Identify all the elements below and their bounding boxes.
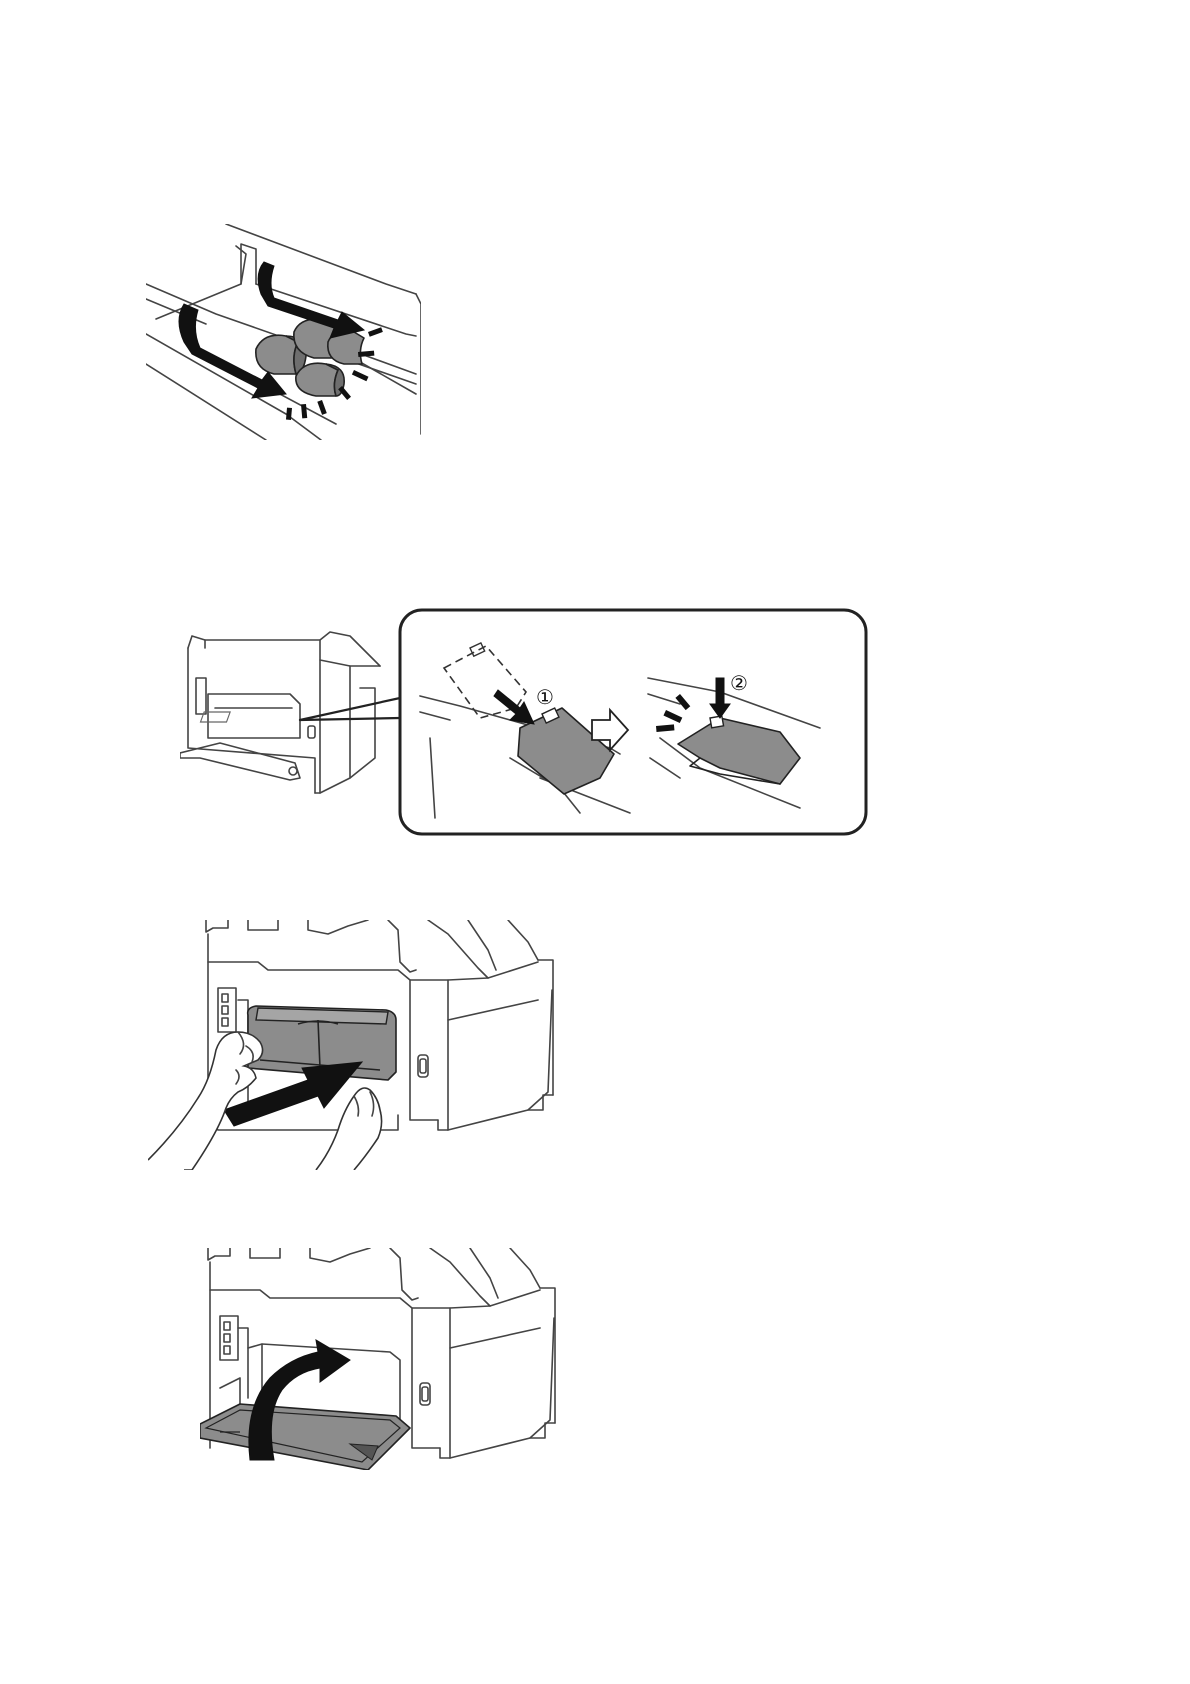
roller-installation-illustration (146, 224, 421, 440)
rear-cover-flap (200, 1404, 410, 1470)
step-2-number: ② (730, 671, 748, 695)
roller-cover-attach-figure: ① ② (180, 608, 870, 838)
rear-cover-close-illustration (200, 1248, 558, 1470)
rear-cover-close-figure (200, 1248, 558, 1470)
step-1-number: ① (536, 685, 554, 709)
detail-callout-box (400, 610, 866, 834)
rear-cover-insert-illustration (148, 920, 558, 1170)
rear-cover-insert-figure (148, 920, 558, 1170)
roller-cover-attach-illustration: ① ② (180, 608, 870, 838)
printer-rear-small (180, 632, 380, 793)
left-hand (148, 1032, 263, 1170)
roller-installation-figure (146, 224, 421, 440)
pickup-roller-front (296, 363, 344, 396)
